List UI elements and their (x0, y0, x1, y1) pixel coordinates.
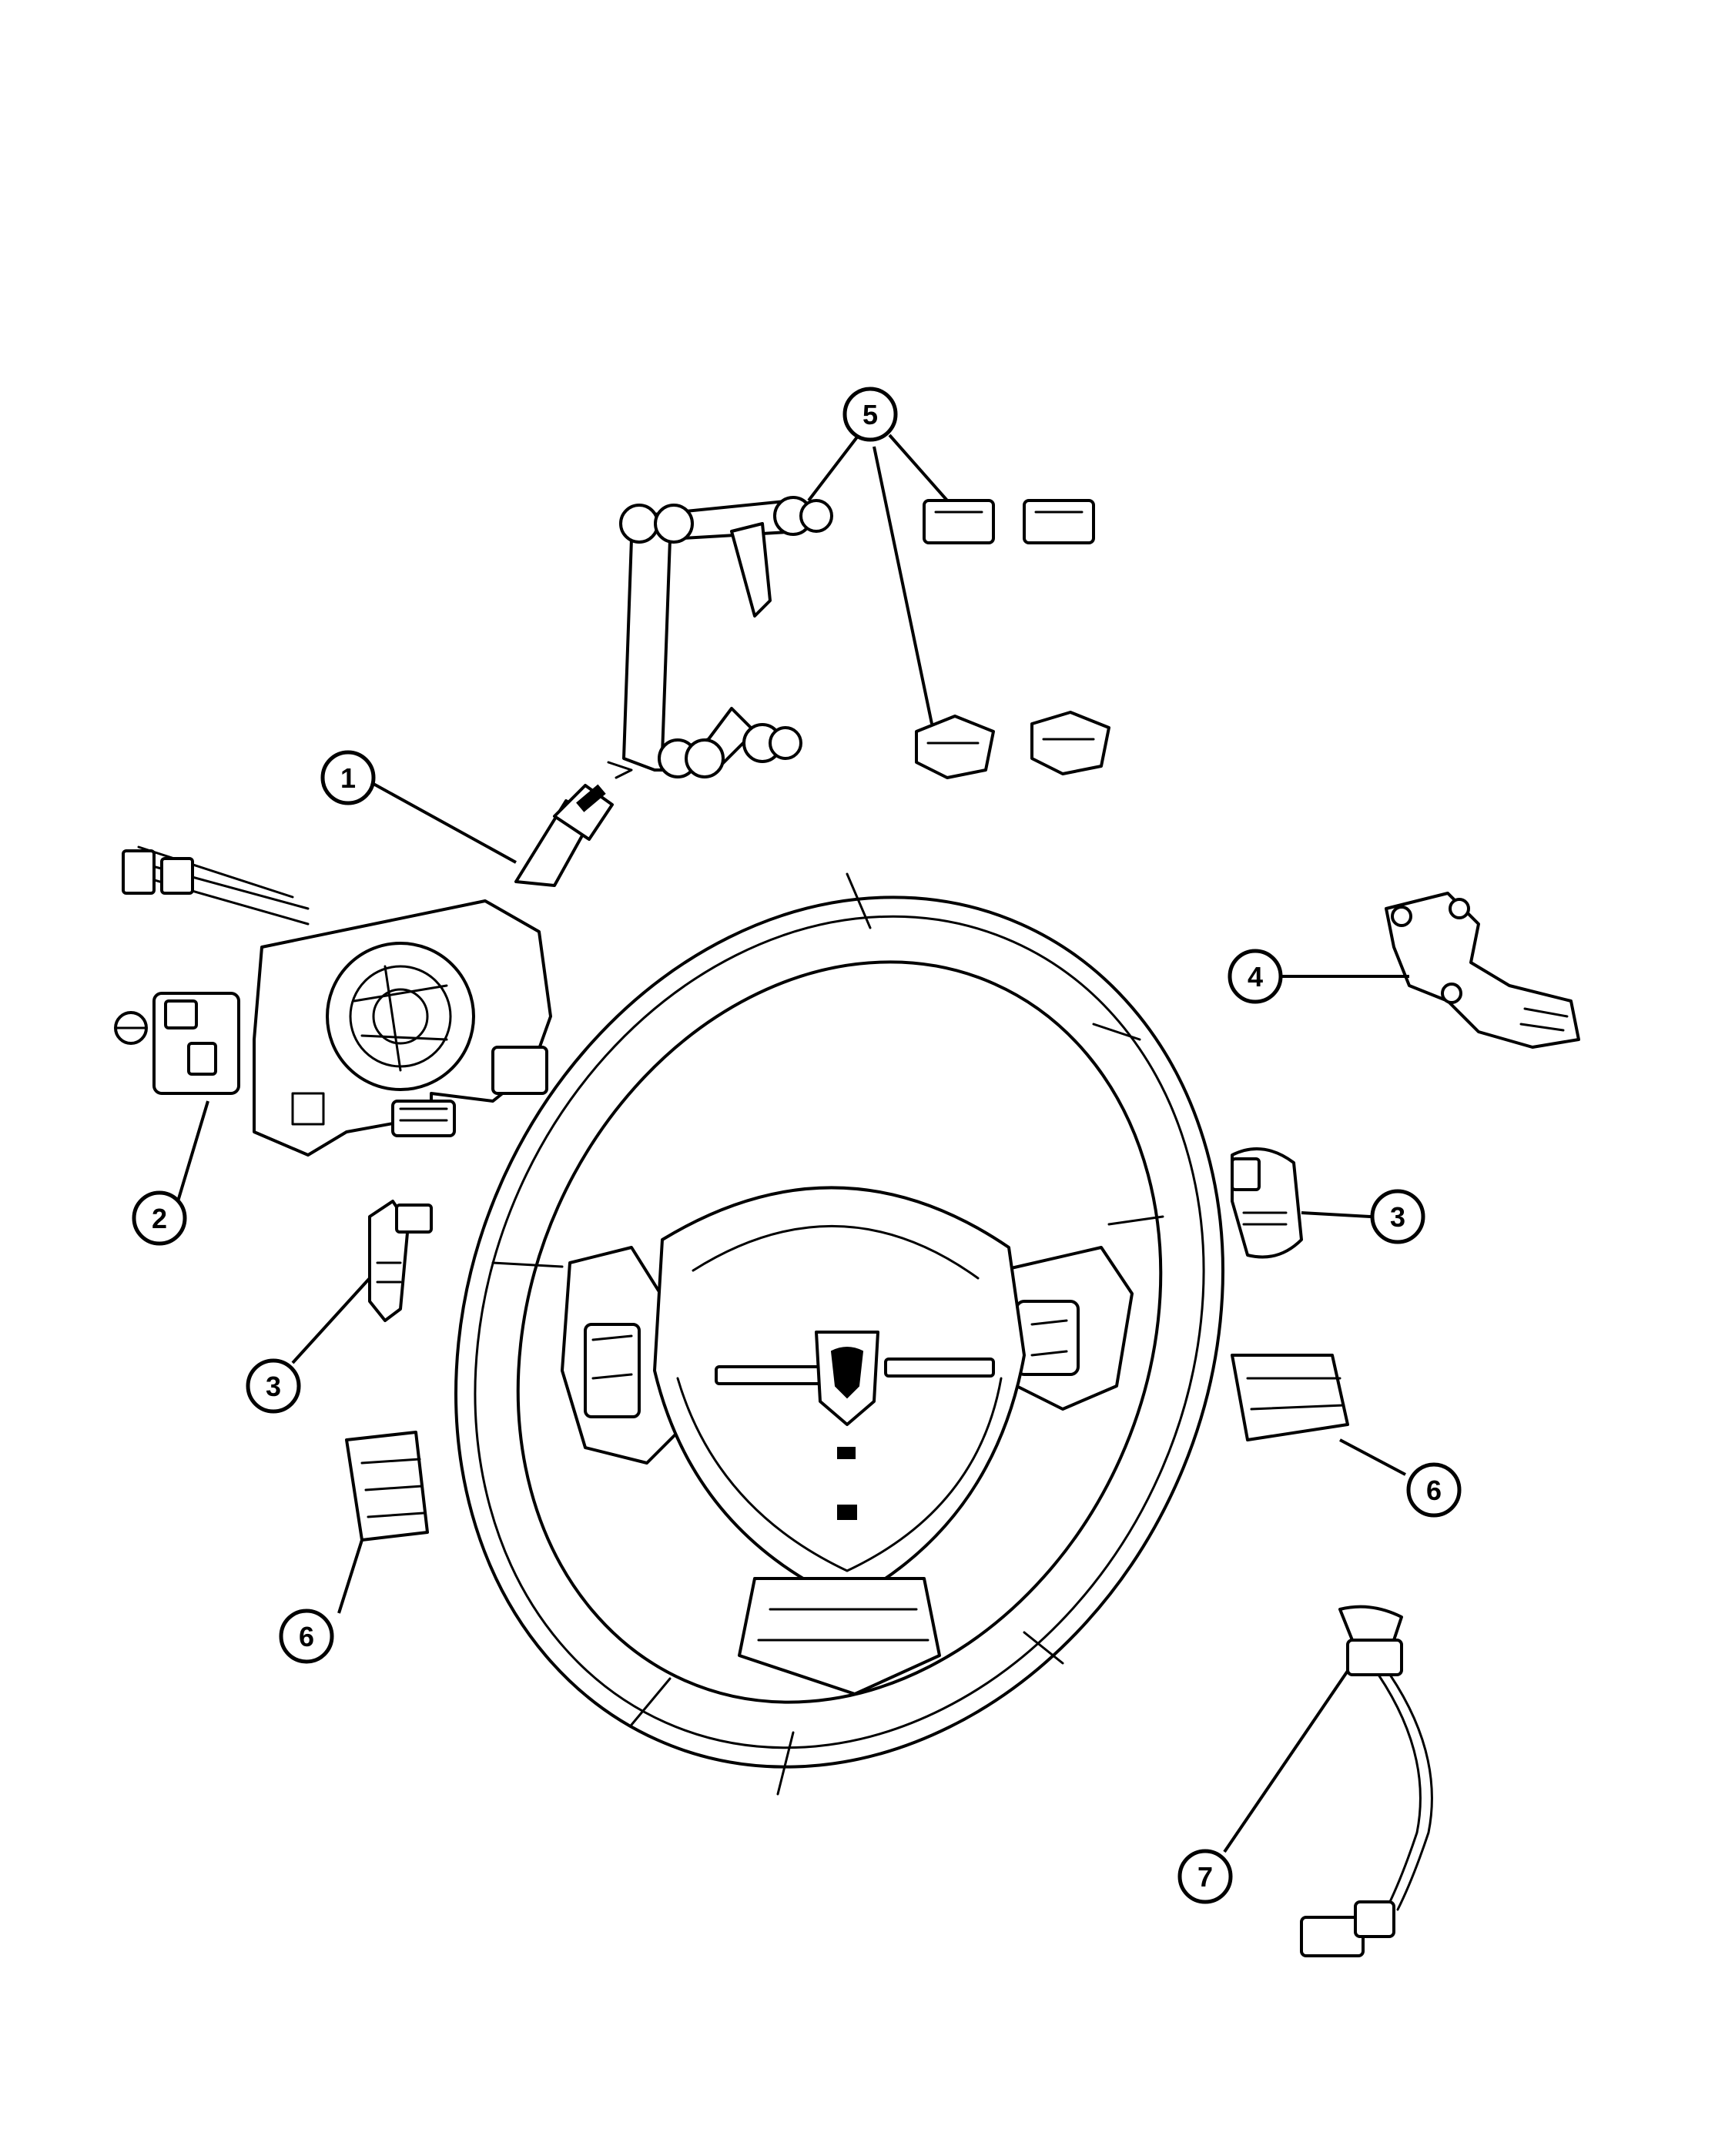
mounting-bracket-part-5 (607, 496, 833, 779)
callout-label-2: 2 (152, 1203, 167, 1234)
switch-part-2 (114, 992, 240, 1095)
callout-4: 4 (1228, 949, 1283, 1004)
callout-2: 2 (132, 1190, 187, 1246)
leader-lines (172, 434, 1409, 1853)
steering-wheel (454, 872, 1224, 1796)
callout-6-left: 6 (279, 1609, 334, 1664)
wire-harness-part-7 (1300, 1605, 1433, 1957)
connector-pair-top (923, 499, 1095, 544)
connector-pair-bottom (915, 711, 1110, 779)
callout-label-5: 5 (862, 399, 878, 430)
callout-5: 5 (842, 387, 898, 442)
switch-part-6-left (345, 1431, 429, 1542)
callout-label-3-right: 3 (1390, 1201, 1405, 1233)
callout-label-6-right: 6 (1426, 1475, 1442, 1506)
callout-label-1: 1 (340, 762, 356, 794)
callout-6-right: 6 (1406, 1462, 1462, 1518)
switch-part-3-right (1231, 1147, 1303, 1259)
callout-1: 1 (320, 750, 376, 805)
callout-label-6-left: 6 (299, 1621, 314, 1652)
callout-label-3-left: 3 (266, 1371, 281, 1402)
switch-part-6-right (1231, 1354, 1349, 1441)
callout-label-4: 4 (1248, 961, 1263, 993)
callout-7: 7 (1177, 1849, 1233, 1904)
switch-part-3-left (368, 1200, 433, 1322)
callout-3-right: 3 (1370, 1189, 1425, 1244)
callout-label-7: 7 (1197, 1861, 1213, 1893)
callout-3-left: 3 (246, 1358, 301, 1414)
switch-part-4 (1385, 892, 1580, 1049)
multifunction-switch-clockspring (122, 784, 614, 1157)
